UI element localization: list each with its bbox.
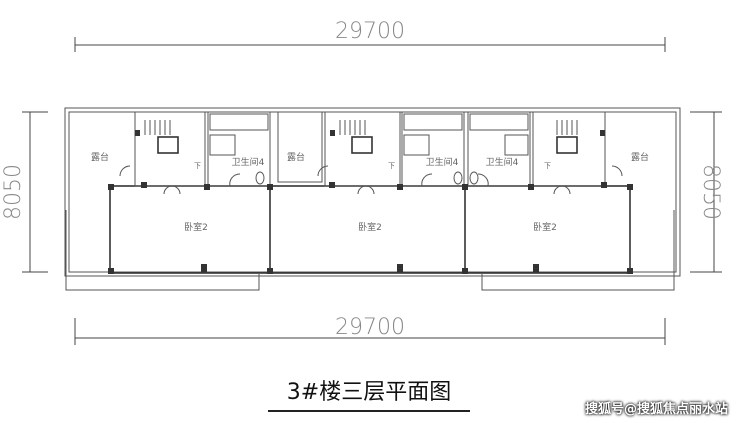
dimension-left: 8050 (1, 111, 48, 273)
building-walls (64, 107, 681, 291)
room-label-terrace-mid: 露台 (287, 151, 305, 163)
room-label-bedroom-2: 卧室2 (358, 221, 382, 233)
dimension-right: 8050 (690, 111, 723, 273)
room-label-bedroom-3: 卧室2 (533, 221, 557, 233)
dim-bottom-label: 29700 (335, 315, 405, 340)
room-label-bathroom-3: 卫生间4 (486, 156, 519, 168)
dimension-top: 29700 (74, 19, 666, 52)
drawing-title: 3#楼三层平面图 (268, 374, 470, 412)
stair-down-label-3: 下 (544, 162, 551, 170)
room-label-bedroom-1: 卧室2 (184, 221, 208, 233)
stair-down-label-2: 下 (388, 162, 395, 170)
room-label-terrace-left: 露台 (91, 151, 109, 163)
room-label-terrace-right: 露台 (631, 151, 649, 163)
dim-top-label: 29700 (335, 19, 405, 44)
watermark: 搜狐号@搜狐焦点丽水站 (584, 402, 728, 417)
stair-down-label-1: 下 (194, 162, 201, 170)
dimension-bottom: 29700 (74, 315, 666, 345)
dim-right-label: 8050 (698, 164, 723, 220)
room-label-bathroom-1: 卫生间4 (232, 156, 265, 168)
room-label-bathroom-2: 卫生间4 (426, 156, 459, 168)
dim-left-label: 8050 (1, 164, 26, 220)
